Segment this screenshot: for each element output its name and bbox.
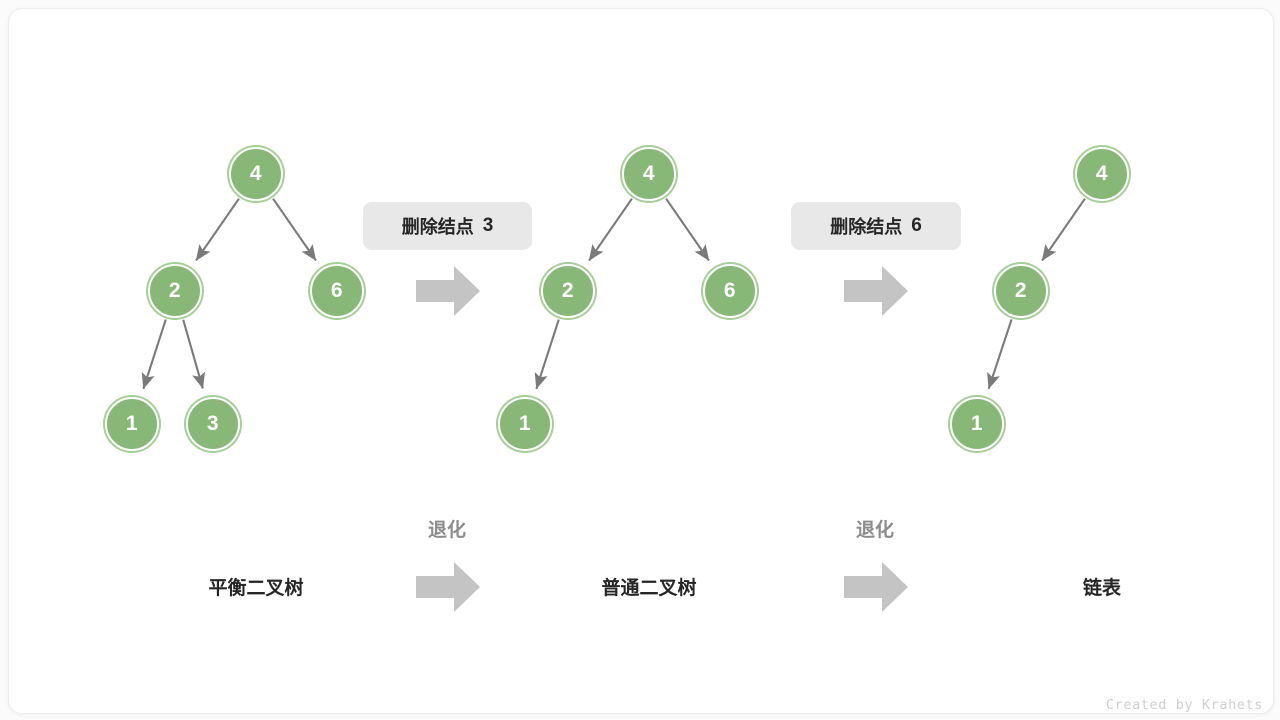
tree-node-6: 6 [310,264,364,318]
operation-text: 删除结点 [830,217,903,237]
block-arrow-shape [844,266,908,316]
tree-node-2: 2 [148,264,202,318]
diagram-stage: 4 2 6 1 3 4 2 6 1 4 2 1 删除结点 3 删除结点 6 退化 退化平衡二叉树 普通二叉树 链表… [9,9,1273,713]
tree-edge [272,198,317,262]
tree-edges-layer [141,198,1086,390]
tree-node-label: 6 [330,279,344,302]
tree-node-1: 1 [105,397,159,451]
tree-node-2: 2 [541,264,595,318]
tree-node-1: 1 [950,397,1004,451]
tree-node-label: 1 [970,412,984,435]
arrow-stage-2 [842,263,910,319]
tree-node-4: 4 [1075,147,1129,201]
tree-node-label: 2 [561,279,575,302]
block-arrow-shape [416,562,480,612]
degrade-1: 退化 [427,520,466,541]
tree-edge [588,198,633,262]
tree-node-label: 1 [125,412,139,435]
op-delete-3: 删除结点 3 [363,202,532,250]
operation-value: 3 [482,215,494,236]
tree-node-label: 4 [1095,162,1109,185]
tree-edge [1041,198,1086,262]
arrow-bottom-1 [414,559,482,615]
operation-value: 6 [911,215,922,236]
diagram-card: 4 2 6 1 3 4 2 6 1 4 2 1 删除结点 3 删除结点 6 退化 退化平衡二叉树 普通二叉树 链表… [8,8,1274,714]
tree-node-label: 1 [518,412,532,435]
tree-edge [987,319,1013,390]
tree-edge [182,319,206,389]
op-delete-6: 删除结点 6 [791,202,961,250]
label-balanced: 平衡二叉树 [208,578,304,599]
tree-edge [665,198,710,262]
tree-node-label: 4 [642,162,656,185]
arrow-stage-1 [414,263,482,319]
operation-text: 删除结点 [401,217,474,237]
label-ordinary: 普通二叉树 [601,578,697,599]
tree-edge [534,319,560,390]
degrade-2: 退化 [855,520,894,541]
tree-node-label: 6 [723,279,737,302]
tree-node-label: 4 [249,162,263,185]
watermark: Created by Krahets [1105,697,1263,713]
tree-edge [141,319,167,390]
tree-node-label: 3 [206,412,220,435]
arrow-bottom-2 [842,559,910,615]
tree-node-label: 2 [1014,279,1028,302]
tree-edge [195,198,240,262]
tree-node-4: 4 [622,147,676,201]
tree-node-label: 2 [168,279,182,302]
tree-node-2: 2 [994,264,1048,318]
tree-node-4: 4 [229,147,283,201]
block-arrow-shape [844,562,908,612]
block-arrow-shape [416,266,480,316]
tree-node-1: 1 [498,397,552,451]
tree-node-3: 3 [186,397,240,451]
label-linkedlist: 链表 [1082,578,1121,599]
tree-node-6: 6 [703,264,757,318]
